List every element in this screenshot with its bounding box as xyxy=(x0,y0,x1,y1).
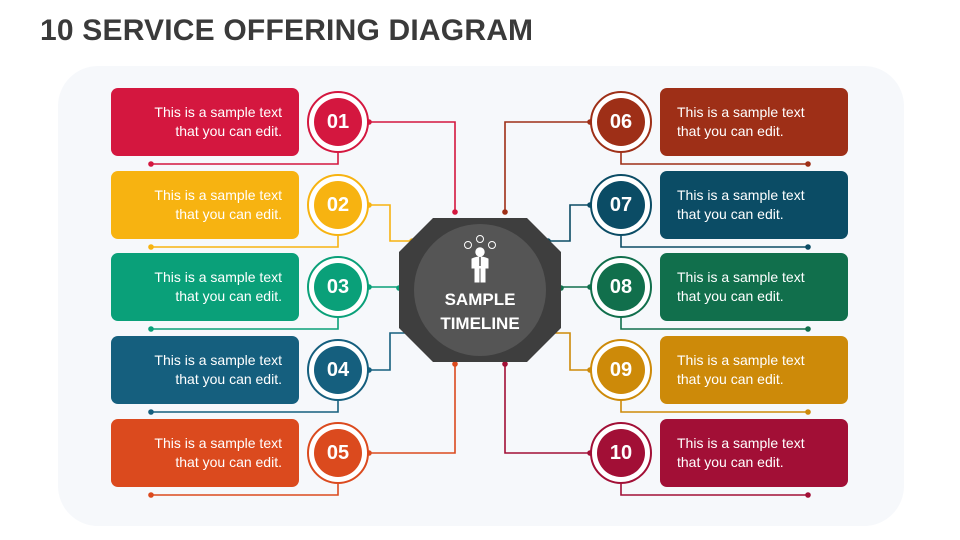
item-text-line2: that you can edit. xyxy=(175,454,282,470)
item-text-08: This is a sample text that you can edit. xyxy=(677,268,805,306)
item-text-line1: This is a sample text xyxy=(154,187,282,203)
center-disc xyxy=(414,224,546,356)
number-circle-04: 04 xyxy=(307,339,369,401)
item-text-line2: that you can edit. xyxy=(677,288,784,304)
item-text-line1: This is a sample text xyxy=(677,269,805,285)
number-circle-09: 09 xyxy=(590,339,652,401)
business-person-icon xyxy=(464,235,496,283)
item-text-10: This is a sample text that you can edit. xyxy=(677,434,805,472)
item-text-line2: that you can edit. xyxy=(175,206,282,222)
number-circle-10: 10 xyxy=(590,422,652,484)
item-text-03: This is a sample text that you can edit. xyxy=(154,268,282,306)
item-text-06: This is a sample text that you can edit. xyxy=(677,103,805,141)
number-circle-05: 05 xyxy=(307,422,369,484)
item-text-07: This is a sample text that you can edit. xyxy=(677,186,805,224)
item-text-line2: that you can edit. xyxy=(175,123,282,139)
item-text-line1: This is a sample text xyxy=(677,435,805,451)
number-circle-03: 03 xyxy=(307,256,369,318)
item-text-line1: This is a sample text xyxy=(154,352,282,368)
item-text-line2: that you can edit. xyxy=(175,371,282,387)
number-circle-01: 01 xyxy=(307,91,369,153)
number-circle-06: 06 xyxy=(590,91,652,153)
item-text-01: This is a sample text that you can edit. xyxy=(154,103,282,141)
item-text-line2: that you can edit. xyxy=(175,288,282,304)
item-text-05: This is a sample text that you can edit. xyxy=(154,434,282,472)
center-label-line1: SAMPLE xyxy=(444,290,516,309)
item-text-line2: that you can edit. xyxy=(677,206,784,222)
item-text-09: This is a sample text that you can edit. xyxy=(677,351,805,389)
number-circle-02: 02 xyxy=(307,174,369,236)
item-box-10: This is a sample text that you can edit. xyxy=(660,419,848,487)
item-text-line1: This is a sample text xyxy=(154,104,282,120)
item-number: 01 xyxy=(314,98,362,146)
item-text-line2: that you can edit. xyxy=(677,123,784,139)
item-number: 07 xyxy=(597,181,645,229)
item-text-line2: that you can edit. xyxy=(677,371,784,387)
item-number: 06 xyxy=(597,98,645,146)
item-text-line1: This is a sample text xyxy=(677,187,805,203)
page-title: 10 SERVICE OFFERING DIAGRAM xyxy=(40,14,534,47)
item-box-05: This is a sample text that you can edit. xyxy=(111,419,299,487)
item-box-02: This is a sample text that you can edit. xyxy=(111,171,299,239)
item-text-line2: that you can edit. xyxy=(677,454,784,470)
item-number: 10 xyxy=(597,429,645,477)
item-box-09: This is a sample text that you can edit. xyxy=(660,336,848,404)
number-circle-08: 08 xyxy=(590,256,652,318)
item-number: 04 xyxy=(314,346,362,394)
item-number: 03 xyxy=(314,263,362,311)
item-text-line1: This is a sample text xyxy=(154,435,282,451)
item-box-06: This is a sample text that you can edit. xyxy=(660,88,848,156)
item-box-03: This is a sample text that you can edit. xyxy=(111,253,299,321)
number-circle-07: 07 xyxy=(590,174,652,236)
center-label: SAMPLE TIMELINE xyxy=(420,288,540,336)
item-text-line1: This is a sample text xyxy=(677,352,805,368)
item-text-line1: This is a sample text xyxy=(154,269,282,285)
item-box-07: This is a sample text that you can edit. xyxy=(660,171,848,239)
item-box-01: This is a sample text that you can edit. xyxy=(111,88,299,156)
item-number: 02 xyxy=(314,181,362,229)
item-number: 05 xyxy=(314,429,362,477)
item-text-02: This is a sample text that you can edit. xyxy=(154,186,282,224)
item-text-04: This is a sample text that you can edit. xyxy=(154,351,282,389)
item-number: 09 xyxy=(597,346,645,394)
item-box-08: This is a sample text that you can edit. xyxy=(660,253,848,321)
item-box-04: This is a sample text that you can edit. xyxy=(111,336,299,404)
item-number: 08 xyxy=(597,263,645,311)
center-label-line2: TIMELINE xyxy=(440,314,520,333)
item-text-line1: This is a sample text xyxy=(677,104,805,120)
